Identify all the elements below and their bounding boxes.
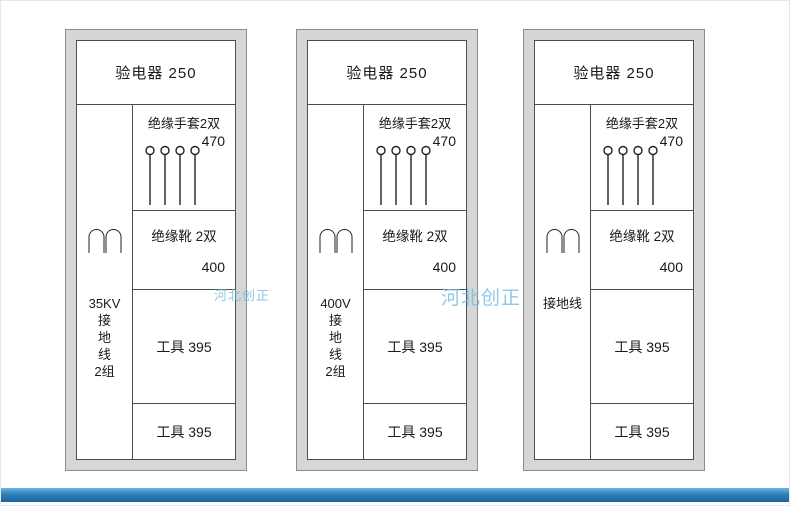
arch-icon [563, 229, 579, 253]
cabinet-inner-panel: 验电器 250 接地线 绝缘手套2双 470 [534, 40, 694, 460]
boots-label: 绝缘靴 2双 [609, 229, 675, 244]
electroscope-label: 验电器 250 [115, 65, 197, 82]
electroscope-section: 验电器 250 [535, 41, 693, 105]
tools-section-1: 工具 395 [133, 290, 235, 404]
shelf-column: 绝缘手套2双 470 绝缘靴 2双 [133, 105, 235, 459]
boots-section: 绝缘靴 2双 400 [591, 211, 693, 290]
electroscope-label: 验电器 250 [346, 65, 428, 82]
boots-label: 绝缘靴 2双 [382, 229, 448, 244]
boots-height: 400 [432, 259, 456, 275]
grounding-hooks-icon [319, 229, 352, 253]
grounding-label: 接地线 [542, 296, 582, 311]
boots-section: 绝缘靴 2双 400 [133, 211, 235, 290]
boots-height: 400 [659, 259, 683, 275]
gloves-label: 绝缘手套2双 [147, 116, 221, 131]
tools-section-2: 工具 395 [591, 404, 693, 459]
grounding-column: 接地线 [535, 105, 591, 459]
cabinet-body: 35KV 接 地 线 2组 绝缘手套2双 470 [77, 105, 235, 459]
gloves-section: 绝缘手套2双 470 [133, 105, 235, 211]
hanging-rods-icon [603, 145, 658, 205]
grounding-hooks-icon [88, 229, 121, 253]
arch-icon [546, 229, 562, 253]
arch-icon [88, 229, 104, 253]
grounding-hooks-icon [546, 229, 579, 253]
electroscope-section: 验电器 250 [308, 41, 466, 105]
tools-label: 工具 395 [156, 338, 212, 355]
electroscope-label: 验电器 250 [573, 65, 655, 82]
tools-label: 工具 395 [614, 338, 670, 355]
gloves-height: 470 [432, 133, 456, 149]
cabinet-inner-panel: 验电器 250 400V 接 地 线 2组 绝缘手套2双 470 [307, 40, 467, 460]
hanging-rods-icon [145, 145, 200, 205]
arch-icon [319, 229, 335, 253]
boots-height: 400 [201, 259, 225, 275]
boots-label: 绝缘靴 2双 [151, 229, 217, 244]
grounding-label: 35KV 接 地 线 2组 [88, 296, 121, 379]
tools-section-2: 工具 395 [133, 404, 235, 459]
tools-label: 工具 395 [614, 423, 670, 440]
arch-icon [105, 229, 121, 253]
gloves-label: 绝缘手套2双 [378, 116, 452, 131]
gloves-label: 绝缘手套2双 [605, 116, 679, 131]
electroscope-section: 验电器 250 [77, 41, 235, 105]
gloves-section: 绝缘手套2双 470 [591, 105, 693, 211]
shelf-column: 绝缘手套2双 470 绝缘靴 2双 [591, 105, 693, 459]
arch-icon [336, 229, 352, 253]
tools-section-1: 工具 395 [364, 290, 466, 404]
tools-section-2: 工具 395 [364, 404, 466, 459]
tools-label: 工具 395 [387, 423, 443, 440]
cabinet-400v: 验电器 250 400V 接 地 线 2组 绝缘手套2双 470 [296, 29, 478, 471]
grounding-label: 400V 接 地 线 2组 [320, 296, 351, 379]
bottom-blue-band [1, 488, 789, 502]
tools-label: 工具 395 [387, 338, 443, 355]
boots-section: 绝缘靴 2双 400 [364, 211, 466, 290]
cabinet-body: 接地线 绝缘手套2双 470 [535, 105, 693, 459]
shelf-column: 绝缘手套2双 470 绝缘靴 2双 [364, 105, 466, 459]
tools-section-1: 工具 395 [591, 290, 693, 404]
gloves-height: 470 [201, 133, 225, 149]
cabinet-body: 400V 接 地 线 2组 绝缘手套2双 470 [308, 105, 466, 459]
cabinet-inner-panel: 验电器 250 35KV 接 地 线 2组 绝缘手套2双 470 [76, 40, 236, 460]
gloves-section: 绝缘手套2双 470 [364, 105, 466, 211]
cabinet-35kv: 验电器 250 35KV 接 地 线 2组 绝缘手套2双 470 [65, 29, 247, 471]
tools-label: 工具 395 [156, 423, 212, 440]
cabinet-grounding: 验电器 250 接地线 绝缘手套2双 470 [523, 29, 705, 471]
grounding-column: 400V 接 地 线 2组 [308, 105, 364, 459]
gloves-height: 470 [659, 133, 683, 149]
grounding-column: 35KV 接 地 线 2组 [77, 105, 133, 459]
hanging-rods-icon [376, 145, 431, 205]
